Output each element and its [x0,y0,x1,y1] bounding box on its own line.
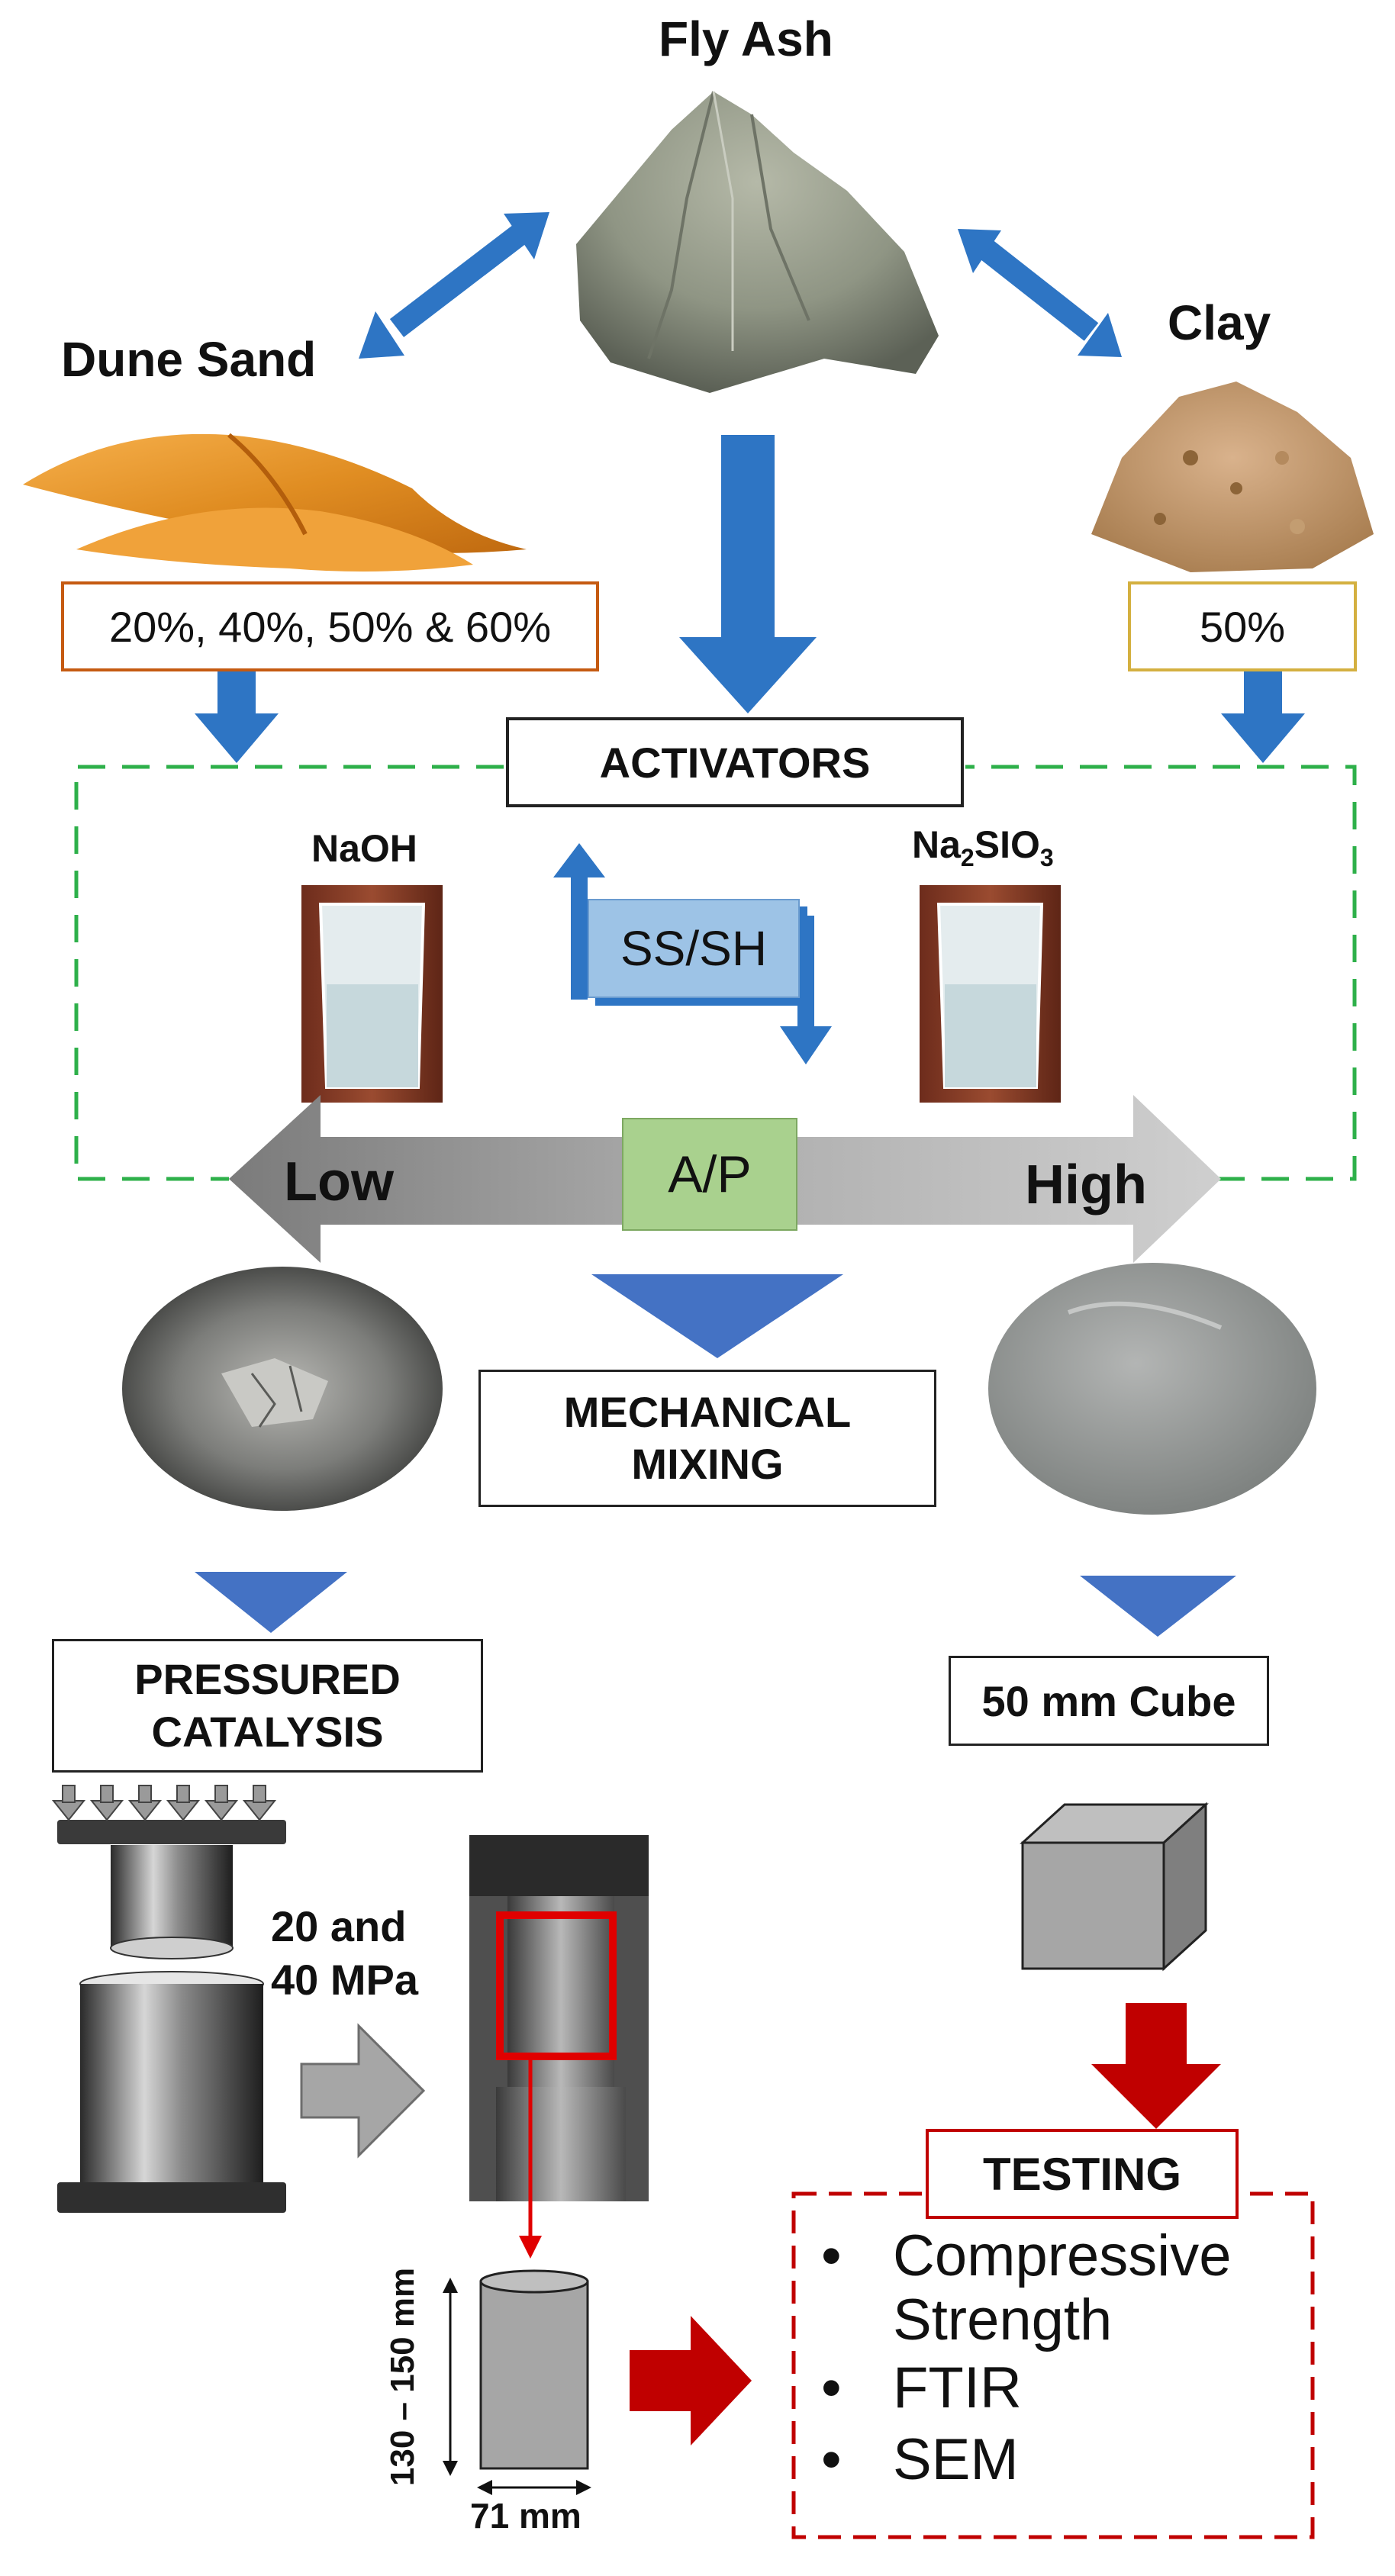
activators-region-border [74,765,1357,1181]
diameter-dimension-label: 71 mm [470,2496,582,2536]
na2sio3-beaker-image [920,885,1061,1103]
mixing-down-triangle [591,1274,843,1358]
dune-sand-down-arrow [195,671,279,763]
fly-ash-label: Fly Ash [659,11,833,66]
right-down-triangle [1080,1576,1236,1637]
paste-mix-image [988,1263,1316,1515]
height-dimension-arrow [443,2278,458,2476]
cylinder-sample [479,2269,589,2470]
fly-ash-pile-image [576,91,939,393]
ap-low-label: Low [284,1151,394,1212]
fly-ash-down-arrow [679,435,817,713]
press-to-sample-arrowhead [519,2236,542,2259]
press-arrow [300,2023,426,2159]
testing-item-sem: SEM [801,2424,1231,2496]
clay-label: Clay [1168,295,1271,350]
testing-title-box: TESTING [926,2129,1239,2219]
dry-mix-image [122,1267,443,1511]
double-arrow-fly-ash-clay [958,229,1122,357]
left-down-triangle [195,1572,347,1633]
hydraulic-press-image [469,1835,649,2201]
testing-list: Compressive Strength FTIR SEM [801,2224,1231,2497]
clay-ratio-box: 50% [1128,581,1357,671]
naoh-beaker-image [301,885,443,1103]
ap-ratio-box: A/P [622,1118,797,1231]
naoh-label: NaOH [311,827,417,870]
double-arrow-fly-ash-dune-sand [359,212,549,359]
ap-high-label: High [1025,1154,1147,1216]
testing-item-compressive-strength: Compressive Strength [801,2224,1231,2352]
activators-title-box: ACTIVATORS [506,717,964,807]
clay-down-arrow [1221,671,1305,763]
ss-sh-arrows [553,843,832,1064]
dune-sand-label: Dune Sand [61,332,317,387]
height-dimension-label: 130 – 150 mm [384,2267,421,2487]
sample-to-testing-arrow [630,2316,752,2446]
cube-specimen [1020,1802,1209,1972]
ss-sh-ratio-box: SS/SH [588,899,800,998]
dune-sand-ratio-box: 20%, 40%, 50% & 60% [61,581,599,671]
testing-item-ftir: FTIR [801,2352,1231,2424]
compaction-mold-schematic [51,1785,286,2213]
diameter-dimension-arrow [477,2480,591,2495]
mechanical-mixing-box: MECHANICAL MIXING [478,1370,936,1507]
clay-pile-image [1091,382,1374,572]
dune-sand-image [23,433,527,572]
cube-size-box: 50 mm Cube [949,1656,1269,1746]
cube-to-testing-arrow [1091,2003,1221,2129]
pressure-label: 20 and 40 MPa [271,1902,418,2004]
na2sio3-label: Na2SIO3 [912,823,1054,871]
pressured-catalysis-box: PRESSURED CATALYSIS [52,1639,483,1773]
